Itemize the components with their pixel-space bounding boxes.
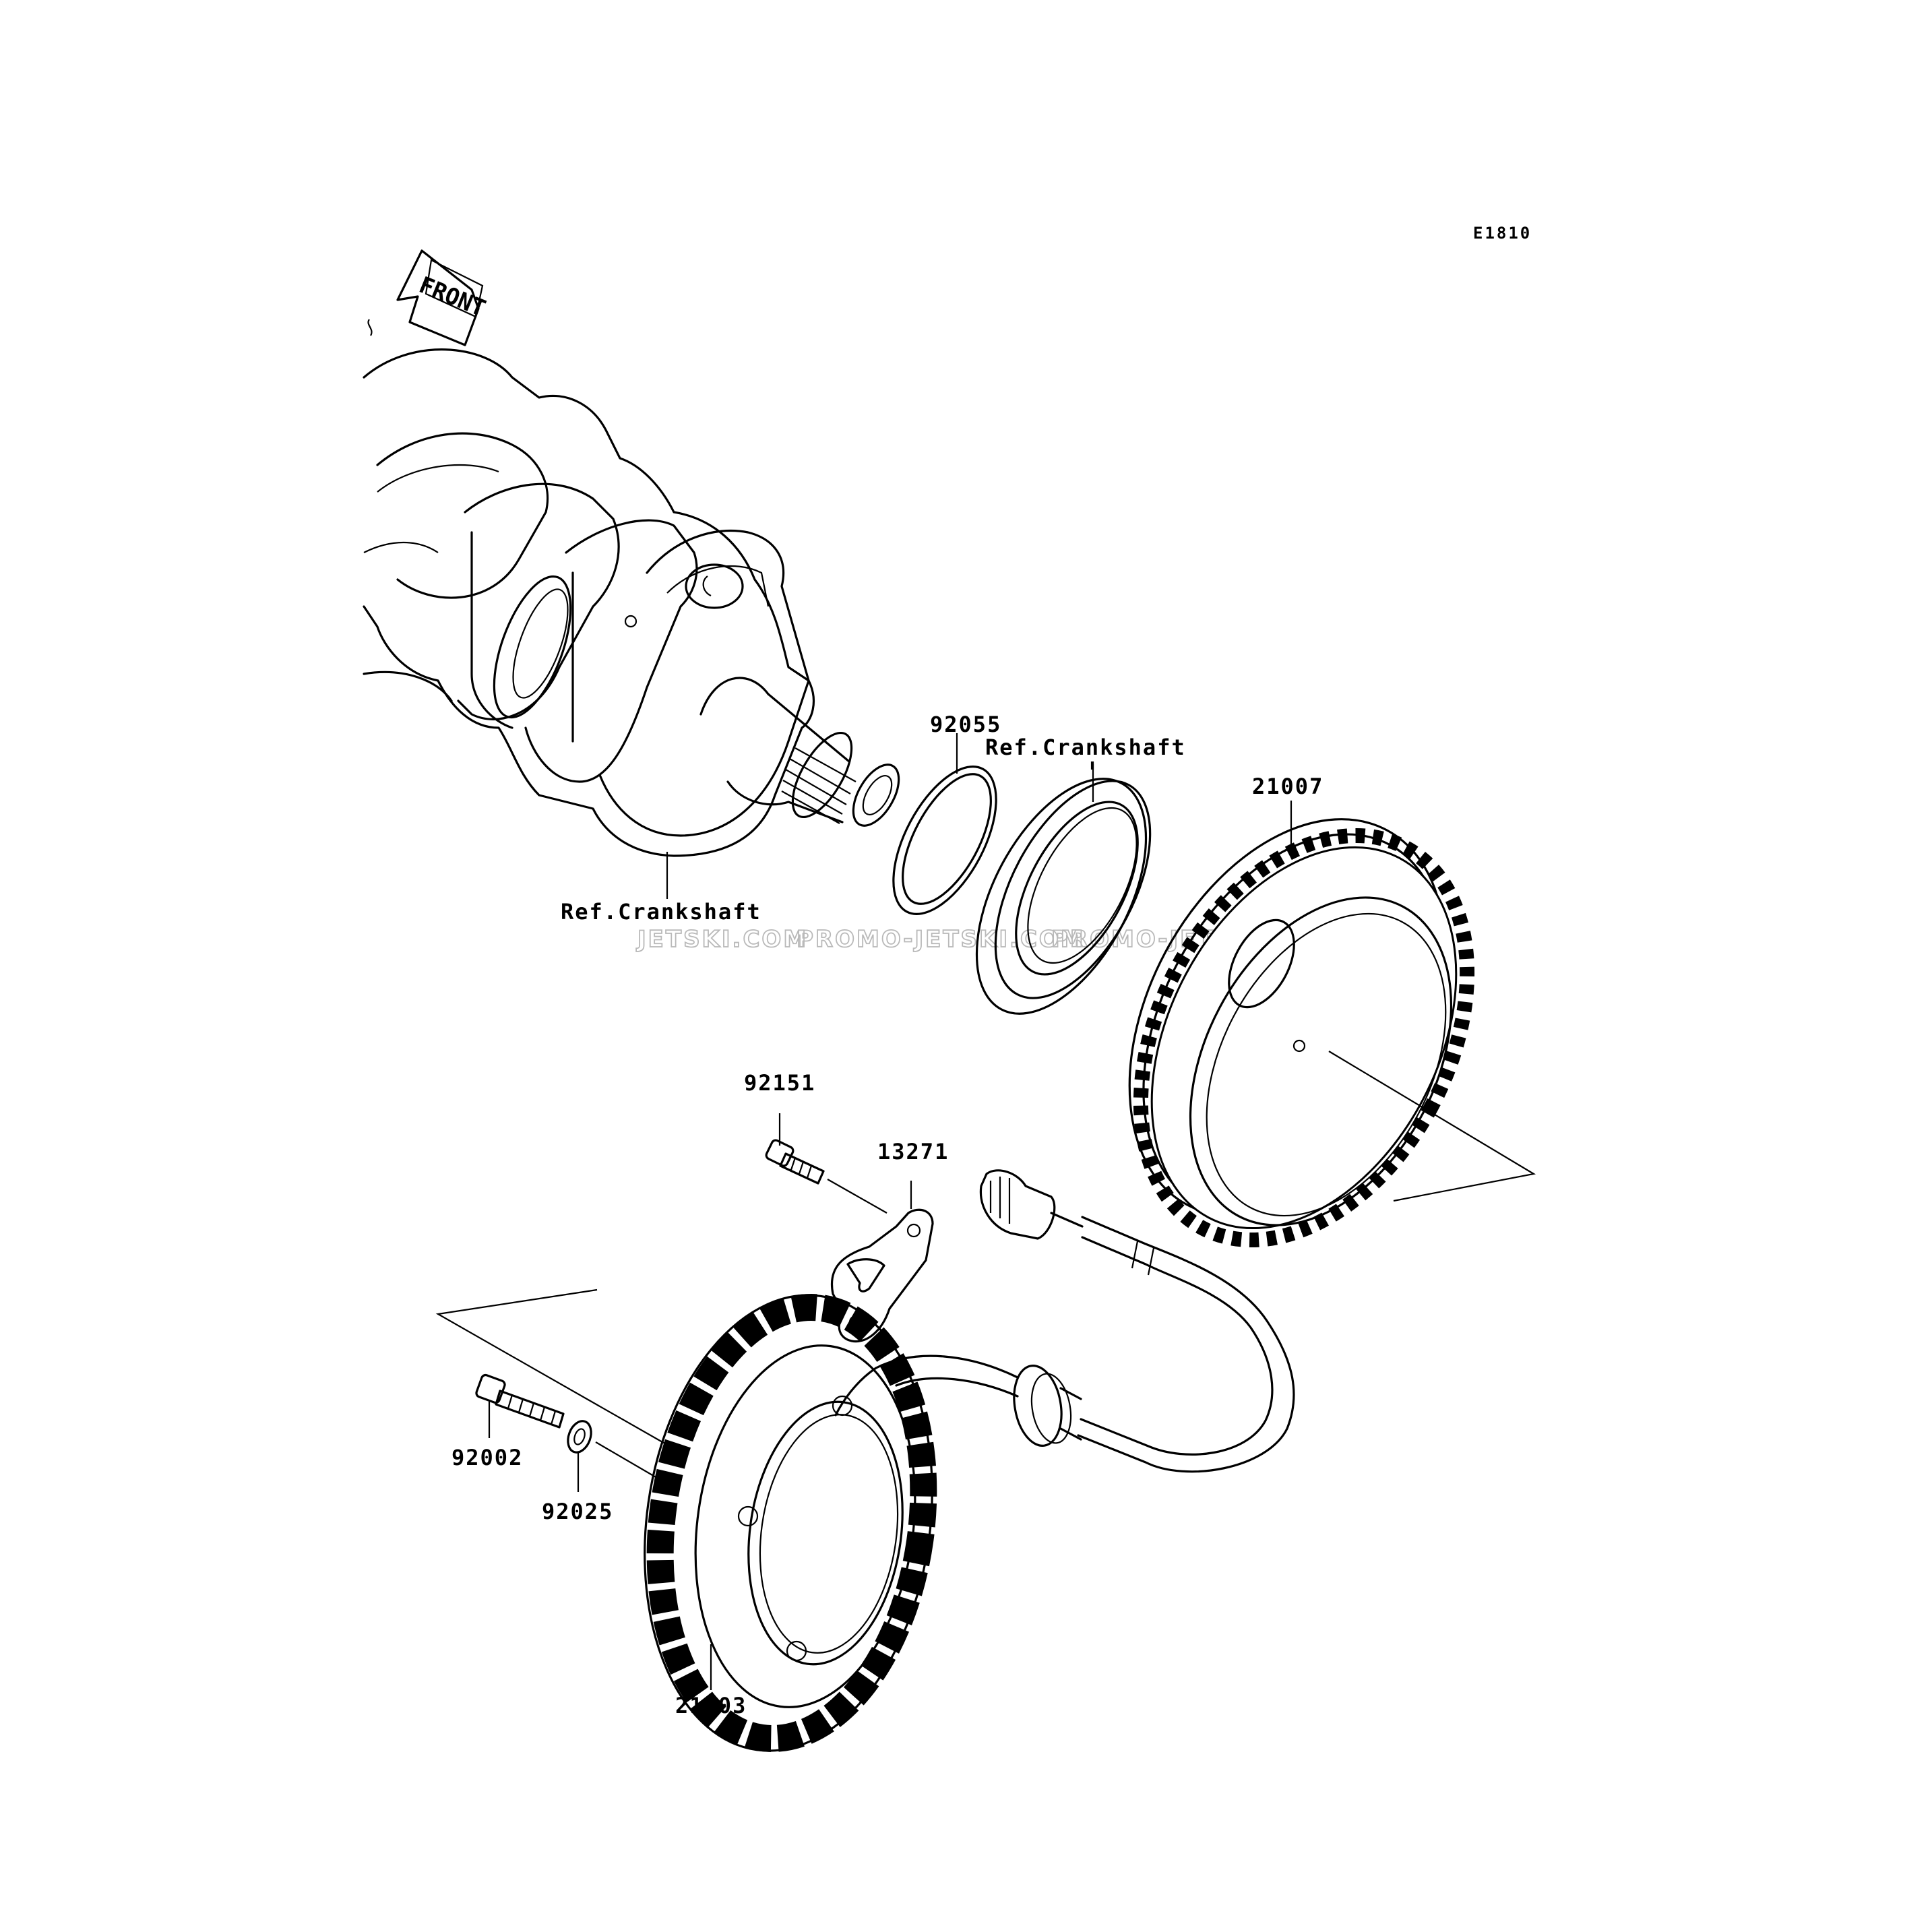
part-92151-bolt [765, 1139, 887, 1214]
stator-wire-harness [834, 1169, 1295, 1473]
part-92002-bolt [475, 1373, 565, 1429]
callout-92055: 92055 [930, 712, 1001, 737]
part-13271-plate [830, 1208, 934, 1343]
callout-ref-crankshaft-collar: Ref.Crankshaft [985, 735, 1186, 760]
callout-ref-crankshaft-main: Ref.Crankshaft [561, 899, 761, 925]
front-arrow-label: FRONT [415, 272, 489, 322]
callout-leaders [488, 733, 1292, 1690]
callout-92025: 92025 [542, 1499, 613, 1524]
part-21007-rotor [1128, 818, 1536, 1248]
callout-92002: 92002 [451, 1445, 523, 1470]
part-92055-ring [892, 766, 997, 915]
crankshaft-collar-reference [975, 778, 1152, 1015]
assembly-line-stator [435, 1288, 668, 1445]
watermark-segment-1: JETSKI.COM [636, 926, 808, 953]
part-21003-stator [644, 1294, 937, 1752]
crankshaft-reference [363, 319, 900, 857]
part-92025-washer [567, 1420, 592, 1454]
callout-21003: 21003 [675, 1693, 747, 1718]
diagram-code: E1810 [1473, 224, 1532, 243]
callout-92151: 92151 [744, 1070, 815, 1096]
assembly-line-washer [595, 1441, 661, 1481]
watermark-segment-2: PROMO-JETSKI.COM [797, 926, 1086, 953]
callout-13271: 13271 [877, 1139, 949, 1164]
front-direction-arrow: FRONT [396, 249, 489, 346]
callout-21007: 21007 [1252, 774, 1323, 799]
